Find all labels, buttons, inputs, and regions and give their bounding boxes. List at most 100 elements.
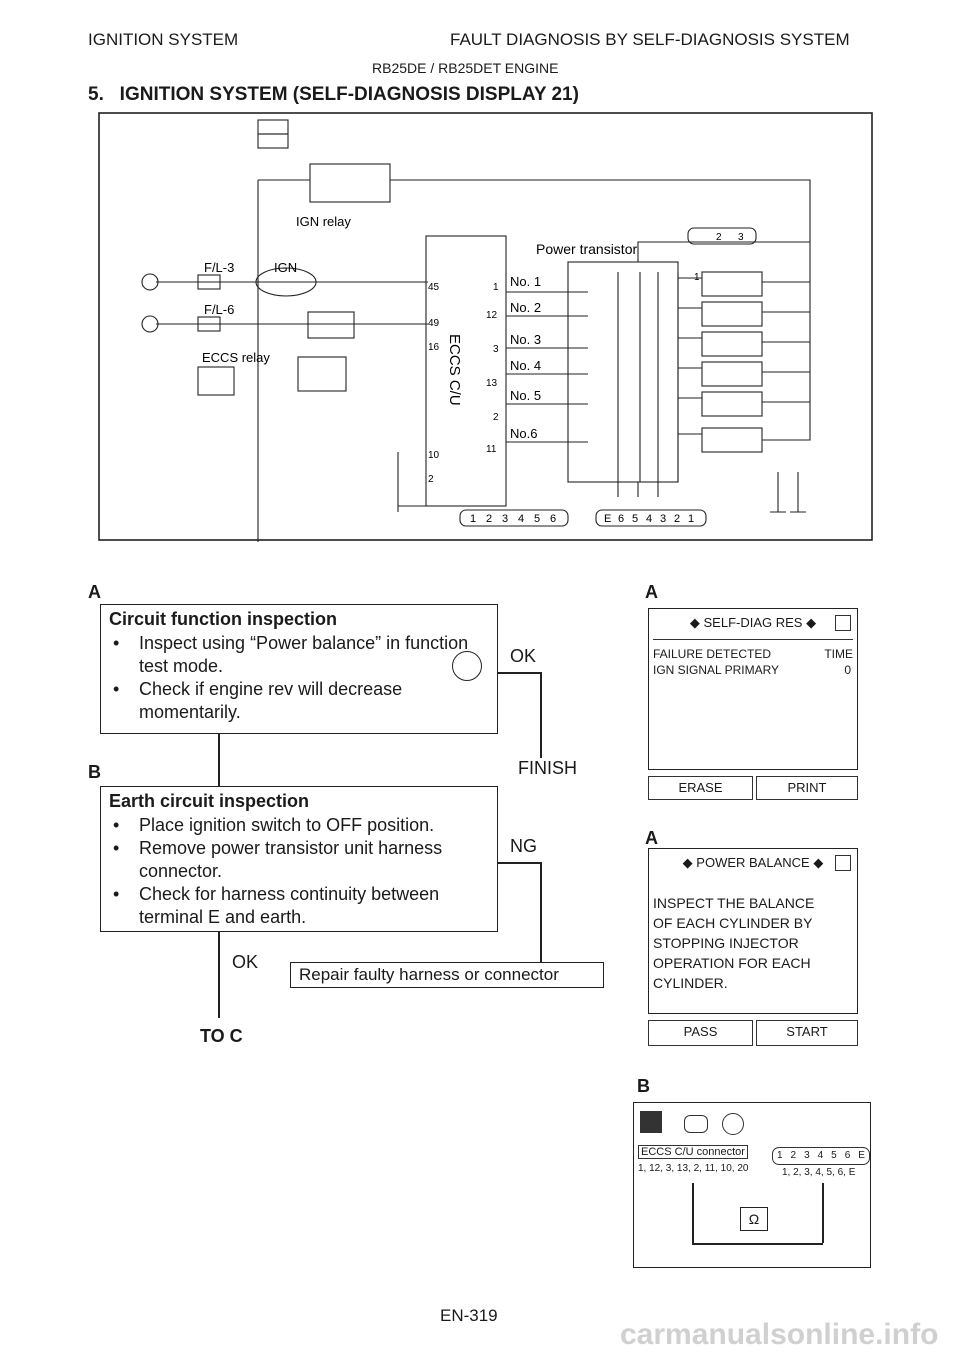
checkbox-icon[interactable] bbox=[835, 615, 851, 631]
meter-icon bbox=[722, 1113, 744, 1135]
connector-line bbox=[218, 734, 220, 786]
conn-cell: 1 bbox=[694, 272, 700, 283]
earth-circuit-box: Earth circuit inspection •Place ignition… bbox=[100, 786, 498, 932]
pass-button[interactable]: PASS bbox=[648, 1020, 753, 1046]
eccs-terminals: 1, 12, 3, 13, 2, 11, 10, 20 bbox=[638, 1163, 749, 1174]
cu-pin-label: 16 bbox=[428, 342, 440, 353]
result-row: IGN SIGNAL PRIMARY bbox=[653, 663, 780, 677]
fl3-label: F/L-3 bbox=[204, 260, 234, 275]
divider bbox=[653, 639, 853, 640]
conn-cell: 1 bbox=[688, 513, 694, 525]
connector-line bbox=[218, 932, 220, 1018]
checkbox-icon[interactable] bbox=[835, 855, 851, 871]
terminal-label: 13 bbox=[486, 378, 498, 389]
screen-title-text: SELF-DIAG RES bbox=[703, 615, 803, 630]
start-button[interactable]: START bbox=[756, 1020, 858, 1046]
conn-cell: 2 bbox=[790, 1150, 797, 1161]
section-title: 5. IGNITION SYSTEM (SELF-DIAGNOSIS DISPL… bbox=[88, 84, 579, 105]
conn-cell: 3 bbox=[502, 513, 508, 525]
conn-cell: 1 bbox=[776, 1150, 783, 1161]
screen-title: ◆ POWER BALANCE ◆ bbox=[649, 855, 857, 871]
continuity-label: B bbox=[637, 1076, 650, 1096]
cu-pin-label: 49 bbox=[428, 318, 440, 329]
text-line: OF EACH CYLINDER BY bbox=[653, 915, 813, 931]
ng-label: NG bbox=[510, 836, 537, 856]
conn-cell: 4 bbox=[518, 513, 524, 525]
conn-cell: 2 bbox=[674, 513, 680, 525]
step-a-title: Circuit function inspection bbox=[109, 609, 337, 629]
pt-terminals: 1, 2, 3, 4, 5, 6, E bbox=[782, 1167, 856, 1178]
conn-cell: 3 bbox=[804, 1150, 810, 1161]
step-b-label: B bbox=[88, 762, 101, 782]
eccs-relay-label: ECCS relay bbox=[202, 350, 270, 365]
ok-label: OK bbox=[232, 952, 259, 972]
screen-title-text: POWER BALANCE bbox=[696, 855, 810, 870]
bullet: •Check for harness continuity between te… bbox=[113, 884, 440, 927]
screen-a-label: A bbox=[645, 582, 658, 602]
conn-cell: 5 bbox=[831, 1150, 837, 1161]
probe-wire bbox=[692, 1183, 694, 1243]
col-header: FAILURE DETECTED bbox=[653, 647, 772, 661]
result-value: 0 bbox=[844, 663, 851, 677]
conn-cell: 2 bbox=[486, 513, 492, 525]
conn-cell: 3 bbox=[660, 513, 666, 525]
print-button[interactable]: PRINT bbox=[756, 776, 858, 800]
circuit-function-box: Circuit function inspection •Inspect usi… bbox=[100, 604, 498, 734]
conn-cell: 4 bbox=[646, 513, 652, 525]
bullet: •Inspect using “Power balance” in functi… bbox=[113, 633, 469, 676]
continuity-box: ECCS C/U connector 1, 12, 3, 13, 2, 11, … bbox=[633, 1102, 871, 1268]
terminal-label: 11 bbox=[486, 444, 497, 455]
bullet: •Place ignition switch to OFF position. bbox=[113, 815, 435, 835]
conn-cell: 1 bbox=[470, 513, 476, 525]
conn-cell: 4 bbox=[817, 1150, 824, 1161]
ign-relay-label: IGN relay bbox=[296, 214, 351, 229]
connector-line bbox=[540, 862, 542, 962]
probe-wire bbox=[692, 1243, 823, 1245]
cu-pin-label: 2 bbox=[428, 474, 434, 485]
ohmmeter-icon: Ω bbox=[740, 1207, 768, 1231]
conn-cell: 5 bbox=[632, 513, 638, 525]
erase-button[interactable]: ERASE bbox=[648, 776, 753, 800]
cu-pin-label: 10 bbox=[428, 450, 440, 461]
connector-line bbox=[498, 672, 540, 674]
cu-pin-label: 45 bbox=[428, 282, 440, 293]
pt-connector: 1 2 3 4 5 6 E bbox=[772, 1147, 870, 1165]
wiring-diagram: IGN relay IGN F/L-3 F/L-6 ECCS relay Pow… bbox=[98, 112, 873, 542]
cyl-label: No. 2 bbox=[510, 300, 541, 315]
eccs-cu-label: ECCS C/U bbox=[446, 334, 463, 406]
conn-cell: E bbox=[604, 513, 611, 525]
terminal-label: 3 bbox=[493, 344, 499, 355]
conn-cell: 3 bbox=[738, 232, 744, 243]
terminal-label: 12 bbox=[486, 310, 498, 321]
terminal-label: 1 bbox=[493, 282, 499, 293]
bullet: •Check if engine rev will decrease momen… bbox=[113, 679, 403, 722]
connector-line bbox=[540, 672, 542, 758]
text-line: INSPECT THE BALANCE bbox=[653, 895, 815, 911]
diamond-icon: ◆ bbox=[813, 855, 824, 870]
power-transistor-label: Power transistor bbox=[536, 241, 637, 257]
page-number: EN-319 bbox=[440, 1306, 498, 1325]
bullet-text: Place ignition switch to OFF position. bbox=[139, 815, 435, 835]
probe-wire bbox=[822, 1183, 824, 1243]
diamond-icon: ◆ bbox=[689, 615, 700, 630]
conn-cell: 6 bbox=[844, 1150, 851, 1161]
connector-line bbox=[498, 862, 540, 864]
terminal-label: 2 bbox=[493, 412, 499, 423]
screen-a2-label: A bbox=[645, 828, 658, 848]
balance-text: INSPECT THE BALANCE OF EACH CYLINDER BY … bbox=[653, 893, 814, 993]
cyl-label: No. 5 bbox=[510, 388, 541, 403]
conn-cell: 6 bbox=[550, 513, 556, 525]
step-b-title: Earth circuit inspection bbox=[109, 791, 310, 811]
cyl-label: No. 1 bbox=[510, 274, 541, 289]
diamond-icon: ◆ bbox=[806, 615, 817, 630]
ign-label: IGN bbox=[274, 260, 297, 275]
header-left: IGNITION SYSTEM bbox=[88, 30, 239, 49]
ignition-off-icon bbox=[640, 1111, 662, 1133]
text-line: CYLINDER. bbox=[653, 975, 728, 991]
header-right: FAULT DIAGNOSIS BY SELF-DIAGNOSIS SYSTEM bbox=[450, 30, 850, 49]
conn-cell: 6 bbox=[618, 513, 624, 525]
header-sub: RB25DE / RB25DET ENGINE bbox=[372, 60, 559, 76]
watermark: carmanualsonline.info bbox=[620, 1318, 939, 1351]
ok-label: OK bbox=[510, 646, 537, 666]
conn-cell: 2 bbox=[716, 232, 722, 243]
